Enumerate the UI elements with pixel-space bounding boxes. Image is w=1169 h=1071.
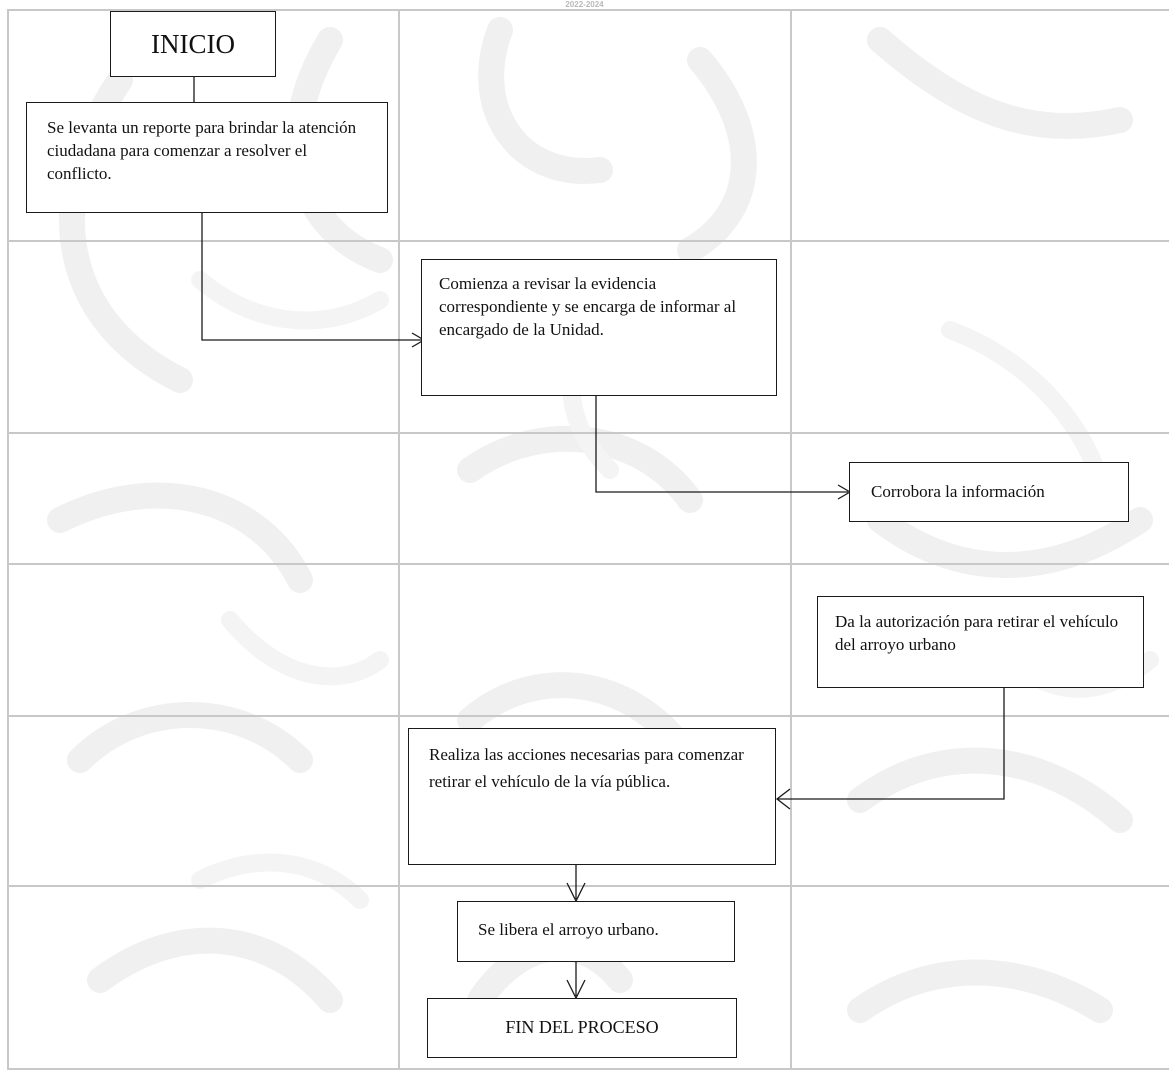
connector-step4-step5 xyxy=(777,688,1005,800)
grid-column-divider xyxy=(790,9,792,1070)
step-box-review-evidence: Comienza a revisar la evidencia correspo… xyxy=(421,259,777,396)
grid-row-divider xyxy=(7,563,1169,565)
start-box: INICIO xyxy=(110,11,276,77)
grid-column-divider xyxy=(398,9,400,1070)
end-label: FIN DEL PROCESO xyxy=(505,1017,659,1037)
step-text-authorization: Da la autorización para retirar el vehíc… xyxy=(835,612,1119,654)
grid-row-divider xyxy=(7,715,1169,717)
step-box-report: Se levanta un reporte para brindar la at… xyxy=(26,102,388,213)
grid-row-divider xyxy=(7,885,1169,887)
step-box-release: Se libera el arroyo urbano. xyxy=(457,901,735,962)
step-text-verify: Corrobora la información xyxy=(871,482,1045,501)
arrowhead xyxy=(775,788,791,810)
grid-row-divider xyxy=(7,432,1169,434)
step-text-actions: Realiza las acciones necesarias para com… xyxy=(429,745,744,791)
end-box: FIN DEL PROCESO xyxy=(427,998,737,1058)
step-text-report: Se levanta un reporte para brindar la at… xyxy=(47,118,357,183)
connector-step1-step2 xyxy=(201,213,422,341)
grid-border-left xyxy=(7,9,9,1070)
step-box-verify: Corrobora la información xyxy=(849,462,1129,522)
grid-border-top xyxy=(7,9,1169,11)
step-text-review-evidence: Comienza a revisar la evidencia correspo… xyxy=(439,274,737,339)
grid-border-bottom xyxy=(7,1068,1169,1070)
step-box-actions: Realiza las acciones necesarias para com… xyxy=(408,728,776,865)
step-text-release: Se libera el arroyo urbano. xyxy=(478,920,659,939)
grid-row-divider xyxy=(7,240,1169,242)
connector-step2-step3 xyxy=(595,396,848,493)
header-period: 2022-2024 xyxy=(565,0,604,9)
start-label: INICIO xyxy=(151,29,235,59)
step-box-authorization: Da la autorización para retirar el vehíc… xyxy=(817,596,1144,688)
